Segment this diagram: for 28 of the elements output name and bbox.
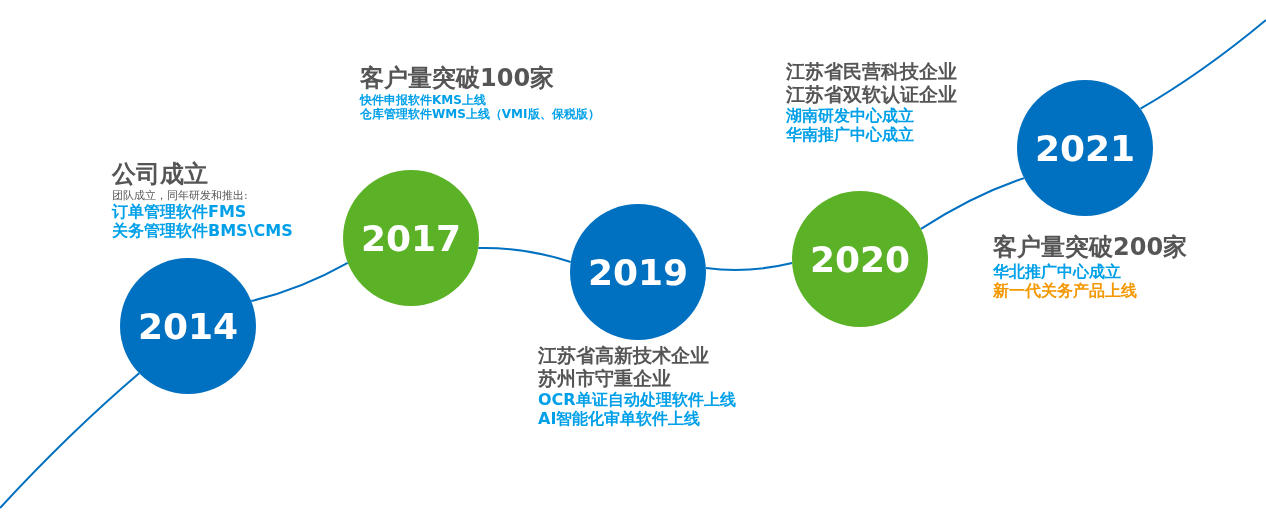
milestone-text: 华北推广中心成立 — [993, 261, 1122, 281]
year-circle: 2014 — [120, 258, 256, 394]
milestone-text: AI智能化审单软件上线 — [538, 408, 702, 428]
milestone-text: 关务管理软件BMS\CMS — [112, 221, 293, 241]
year-circle: 2021 — [1017, 80, 1153, 216]
milestone-heading: 客户量突破100家 — [360, 64, 556, 93]
timeline-curve — [477, 247, 572, 263]
timeline-curve — [0, 372, 141, 509]
year-circle: 2017 — [343, 170, 479, 306]
year-circle: 2019 — [570, 204, 706, 340]
milestone-text: 湖南研发中心成立 — [786, 105, 915, 125]
milestone-heading: 江苏省双软认证企业 — [786, 82, 957, 106]
milestone-heading: 江苏省民营科技企业 — [786, 60, 957, 83]
milestone-text: 订单管理软件FMS — [112, 202, 248, 222]
milestone-heading: 公司成立 — [112, 160, 209, 189]
timeline-curve — [250, 261, 349, 303]
timeline-curve — [1139, 19, 1266, 110]
milestone-text: 华南推广中心成立 — [786, 124, 915, 144]
milestone-heading: 江苏省高新技术企业 — [538, 344, 710, 367]
milestone-text: OCR单证自动处理软件上线 — [538, 389, 736, 409]
timeline-curve — [704, 262, 794, 271]
milestone-text: 仓库管理软件WMS上线（VMI版、保税版） — [360, 107, 600, 122]
milestone-text: 团队成立，同年研发和推出: — [112, 188, 249, 202]
milestone-heading: 客户量突破200家 — [993, 233, 1188, 262]
milestone-heading: 苏州市守重企业 — [538, 366, 672, 390]
year-circle: 2020 — [792, 191, 928, 327]
milestone-text: 快件申报软件KMS上线 — [360, 92, 487, 107]
milestone-text: 新一代关务产品上线 — [993, 281, 1138, 301]
